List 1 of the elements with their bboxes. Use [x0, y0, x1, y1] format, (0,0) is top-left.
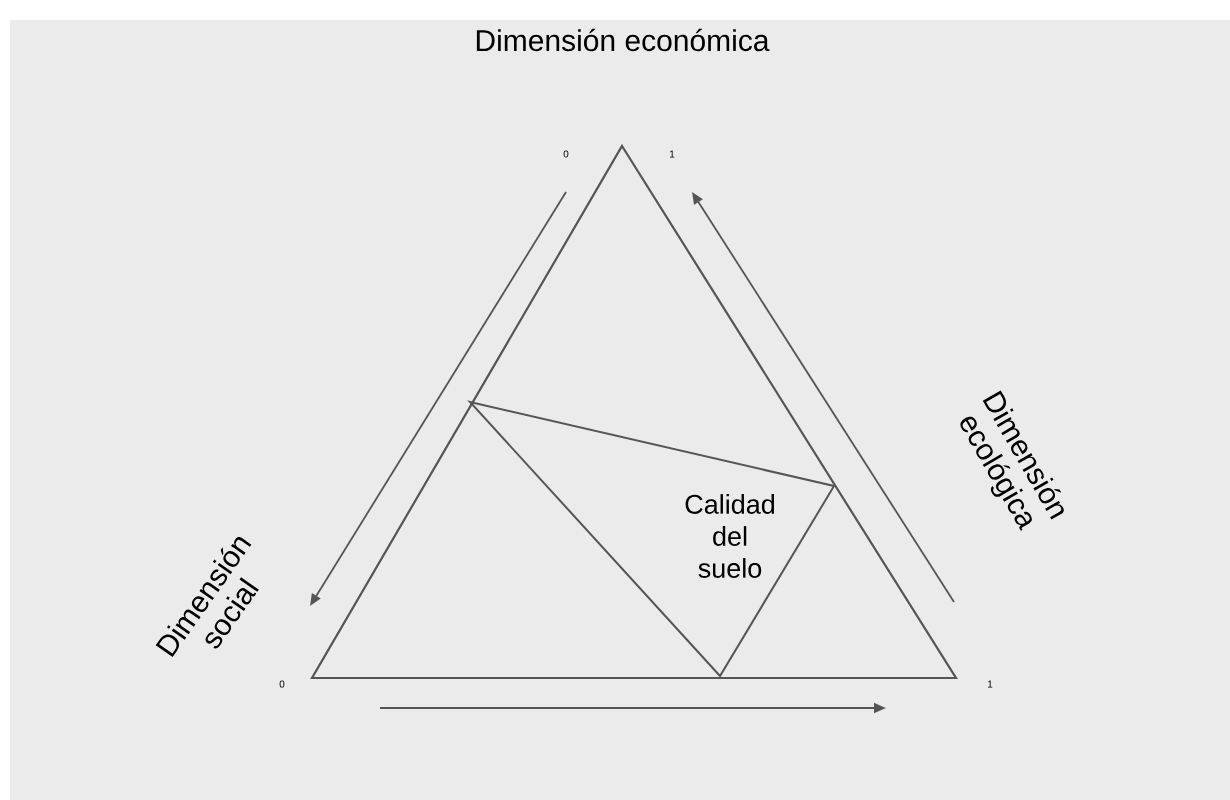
- axis-label: Dimensión económica: [476, 28, 770, 52]
